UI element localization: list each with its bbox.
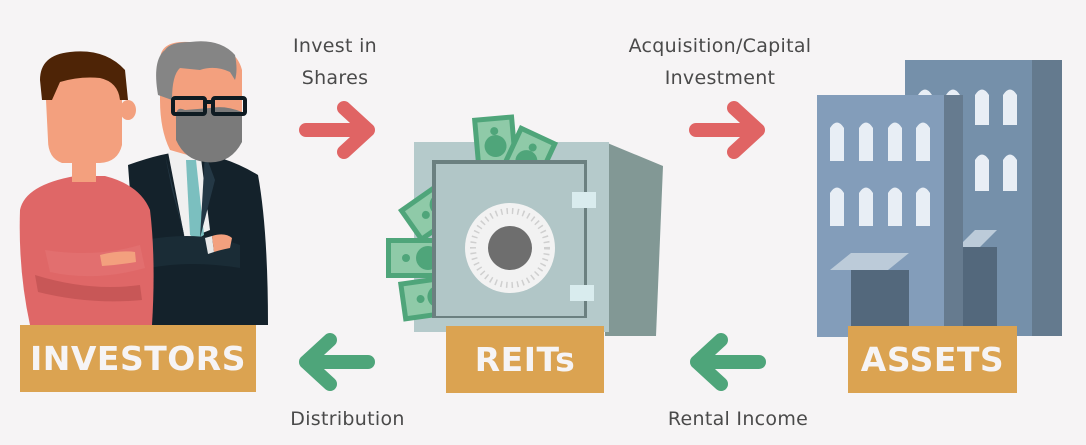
assets-label: ASSETS (860, 340, 1005, 379)
arrow-right-icon (689, 101, 765, 159)
front-building (817, 95, 963, 337)
arrow-left-icon (690, 333, 766, 391)
reits-label-box: REITs (446, 326, 604, 393)
acquisition-label: Acquisition/Capital Investment (600, 30, 840, 94)
arrow-left-icon (299, 333, 375, 391)
rental-income-label: Rental Income (648, 403, 828, 435)
acquisition-line1: Acquisition/Capital (628, 35, 812, 57)
investors-label-box: INVESTORS (20, 325, 256, 392)
reits-label: REITs (474, 340, 576, 379)
businessman-figure (128, 41, 268, 325)
acquisition-line2: Investment (664, 67, 776, 89)
distribution-line1: Distribution (290, 408, 405, 430)
assets-label-box: ASSETS (848, 326, 1017, 393)
young-man-figure (19, 51, 154, 325)
rental-income-line1: Rental Income (667, 408, 809, 430)
invest-in-shares-label: Invest in Shares (270, 30, 400, 94)
investors-label: INVESTORS (30, 339, 246, 378)
invest-in-shares-line1: Invest in (293, 35, 377, 57)
distribution-label: Distribution (270, 403, 425, 435)
investors-illustration (19, 41, 268, 325)
safe-dial-icon (465, 203, 555, 293)
reits-safe-illustration (386, 114, 663, 336)
assets-buildings-illustration (817, 60, 1062, 337)
hinge-bottom (570, 285, 594, 301)
arrow-right-icon (299, 101, 375, 159)
invest-in-shares-line2: Shares (301, 67, 369, 89)
hinge-top (572, 192, 596, 208)
